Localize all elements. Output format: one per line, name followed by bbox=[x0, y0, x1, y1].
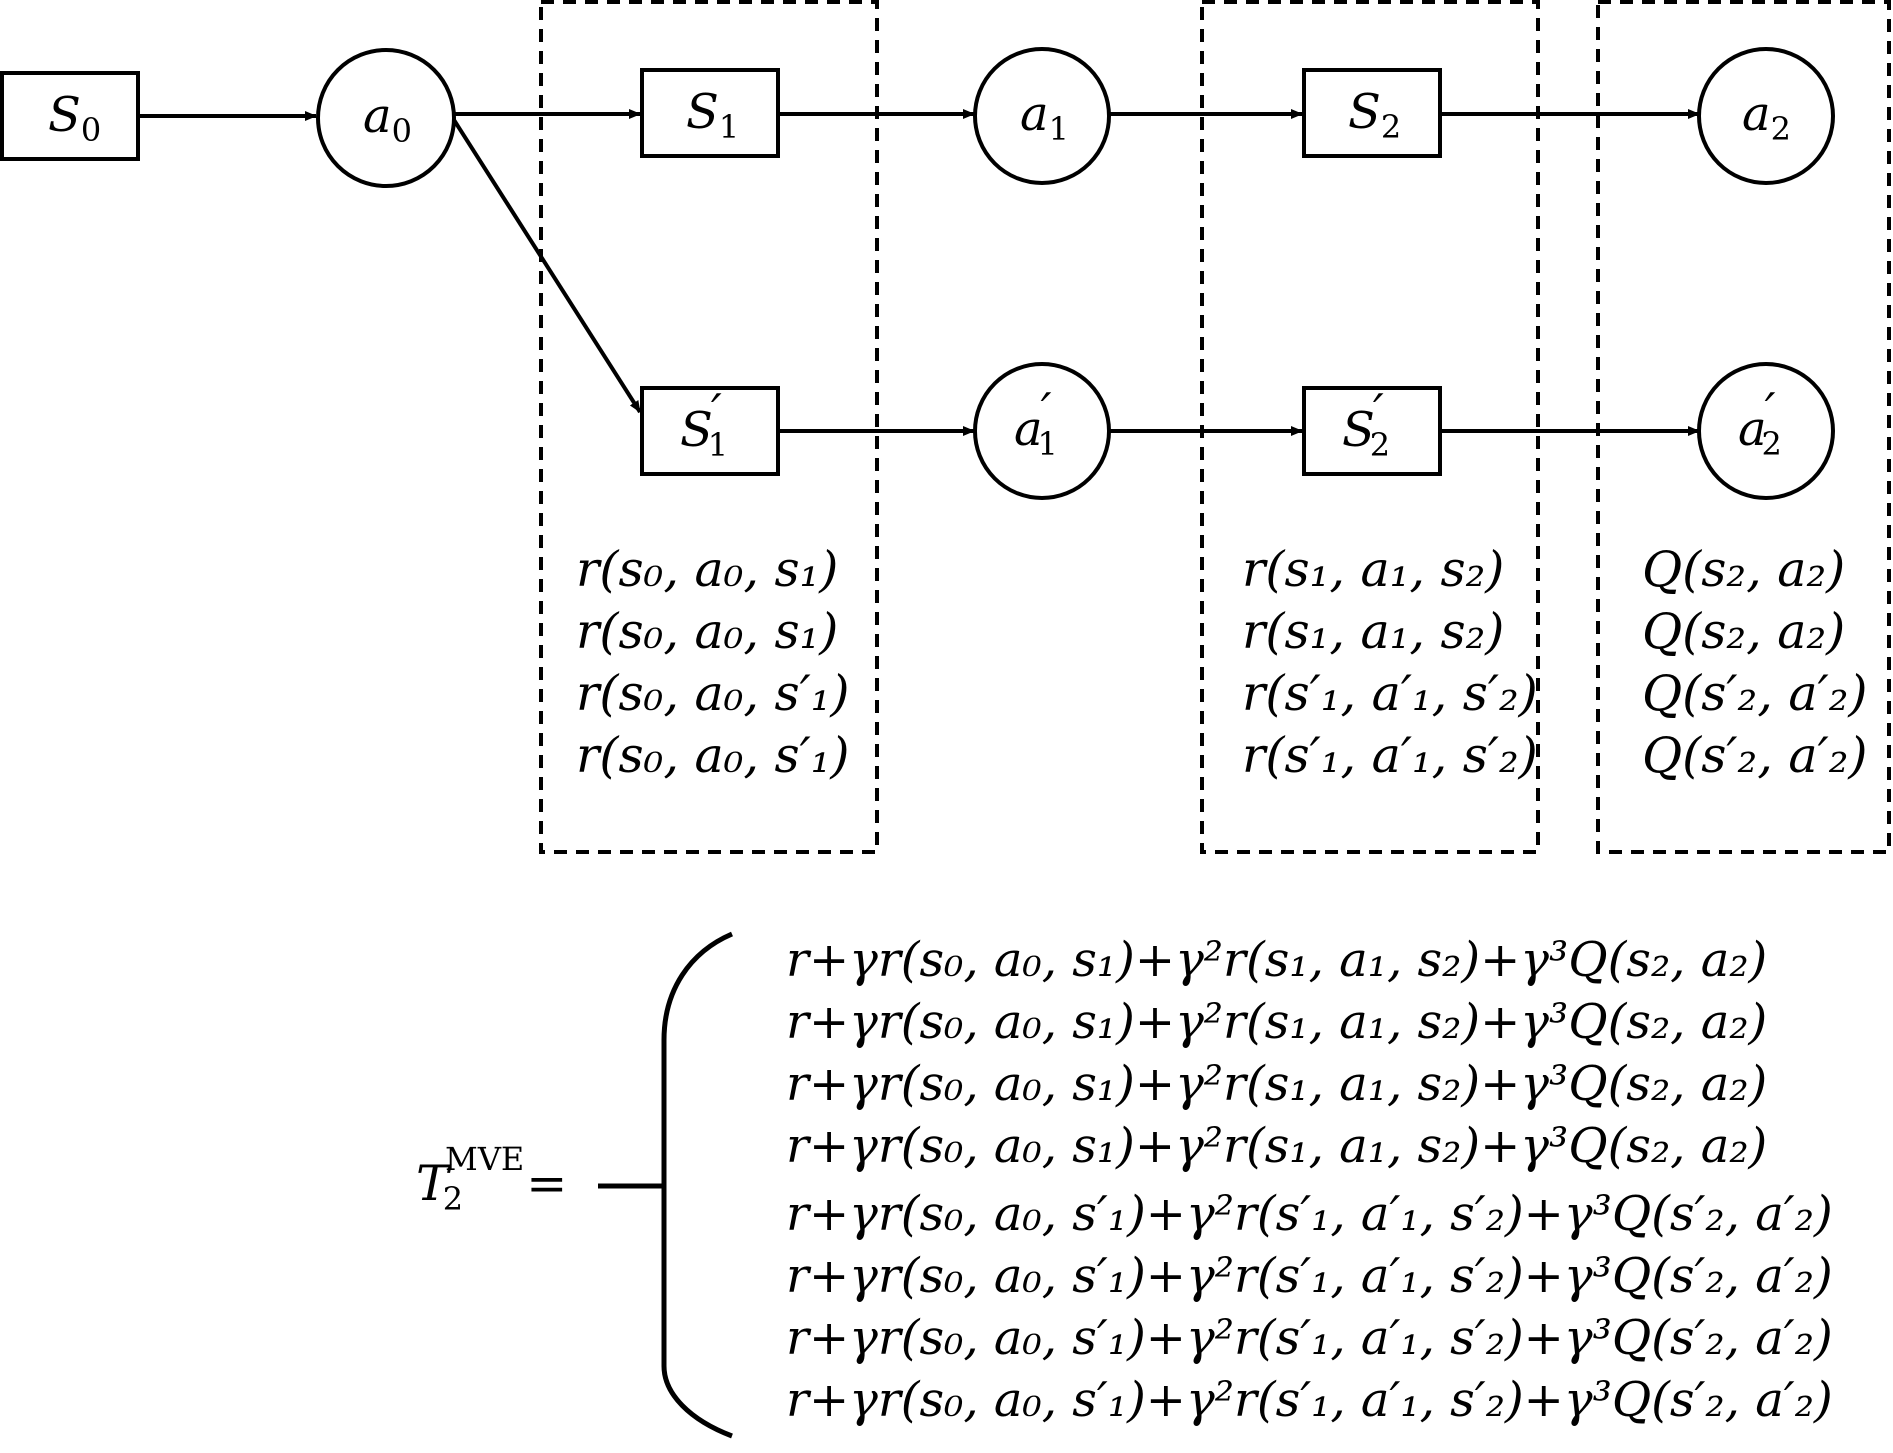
reward-term: r(s₁, a₁, s₂) bbox=[1242, 541, 1504, 598]
node-subscript: 2 bbox=[1381, 108, 1401, 146]
node-label: a bbox=[1738, 401, 1767, 457]
rewards-step2-list: r(s₁, a₁, s₂) r(s₁, a₁, s₂) r(s′₁, a′₁, … bbox=[1242, 541, 1538, 784]
node-label: S bbox=[680, 402, 713, 458]
node-a1-prime: a′1 bbox=[973, 362, 1111, 500]
action-circle bbox=[1697, 362, 1835, 500]
reward-term: r(s₀, a₀, s′₁) bbox=[576, 665, 850, 722]
node-subscript: 1 bbox=[719, 108, 739, 146]
svg-text:a′1: a′1 bbox=[1014, 383, 1058, 463]
state-box bbox=[0, 71, 140, 161]
node-label: S bbox=[686, 84, 719, 140]
svg-text:S′2: S′2 bbox=[1342, 384, 1390, 464]
reward-term: r(s₁, a₁, s₂) bbox=[1242, 603, 1504, 660]
node-a1: a1 bbox=[973, 47, 1111, 185]
svg-text:a0: a0 bbox=[363, 88, 412, 150]
formula-lhs-subscript: 2 bbox=[443, 1180, 463, 1218]
state-box bbox=[1302, 386, 1442, 476]
formula-row: r+γr(s₀, a₀, s′₁)+γ²r(s′₁, a′₁, s′₂)+γ³Q… bbox=[786, 1248, 1833, 1304]
action-circle bbox=[973, 47, 1111, 185]
reward-term: r(s′₁, a′₁, s′₂) bbox=[1242, 727, 1538, 784]
reward-term: r(s₀, a₀, s₁) bbox=[576, 541, 838, 598]
action-circle bbox=[1697, 47, 1835, 185]
formula-row: r+γr(s₀, a₀, s′₁)+γ²r(s′₁, a′₁, s′₂)+γ³Q… bbox=[786, 1372, 1833, 1428]
node-a2-prime: a′2 bbox=[1697, 362, 1835, 500]
reward-term: r(s′₁, a′₁, s′₂) bbox=[1242, 665, 1538, 722]
formula-lhs-symbol: T bbox=[416, 1155, 452, 1212]
node-subscript: 2 bbox=[1762, 425, 1782, 463]
group-box-q bbox=[1596, 0, 1891, 854]
node-a0: a0 bbox=[316, 48, 456, 188]
formula-equals: = bbox=[526, 1155, 567, 1212]
node-s1: S1 bbox=[640, 68, 780, 158]
svg-text:a′2: a′2 bbox=[1738, 383, 1782, 463]
q-term: Q(s′₂, a′₂) bbox=[1642, 727, 1867, 784]
node-label: S bbox=[48, 87, 81, 143]
rewards-step1-list: r(s₀, a₀, s₁) r(s₀, a₀, s₁) r(s₀, a₀, s′… bbox=[576, 541, 850, 784]
formula-lhs: T2MVE= bbox=[416, 1140, 567, 1218]
q-values-list: Q(s₂, a₂) Q(s₂, a₂) Q(s′₂, a′₂) Q(s′₂, a… bbox=[1642, 541, 1867, 784]
node-label: a bbox=[1742, 86, 1771, 142]
svg-text:S0: S0 bbox=[48, 87, 101, 149]
svg-text:a2: a2 bbox=[1742, 86, 1791, 148]
formula-row: r+γr(s₀, a₀, s₁)+γ²r(s₁, a₁, s₂)+γ³Q(s₂,… bbox=[786, 1118, 1767, 1174]
formula-brace bbox=[661, 931, 733, 1439]
edge-a0-s1prime bbox=[452, 118, 642, 414]
node-s1-prime: S′1 bbox=[640, 384, 780, 476]
svg-text:S2: S2 bbox=[1348, 84, 1401, 146]
formula-lhs-superscript: MVE bbox=[445, 1140, 524, 1178]
state-box bbox=[640, 68, 780, 158]
svg-text:a1: a1 bbox=[1020, 86, 1069, 148]
group-box-step1 bbox=[539, 0, 879, 854]
action-circle bbox=[316, 48, 456, 188]
state-box bbox=[1302, 68, 1442, 158]
reward-term: r(s₀, a₀, s₁) bbox=[576, 603, 838, 660]
node-prime: ′ bbox=[1765, 383, 1776, 439]
q-term: Q(s₂, a₂) bbox=[1642, 603, 1845, 660]
formula-row: r+γr(s₀, a₀, s₁)+γ²r(s₁, a₁, s₂)+γ³Q(s₂,… bbox=[786, 1056, 1767, 1112]
formula-row: r+γr(s₀, a₀, s₁)+γ²r(s₁, a₁, s₂)+γ³Q(s₂,… bbox=[786, 932, 1767, 988]
node-subscript: 2 bbox=[1771, 110, 1791, 148]
node-subscript: 1 bbox=[1038, 425, 1058, 463]
state-box bbox=[640, 386, 780, 476]
group-box-step2 bbox=[1200, 0, 1540, 854]
mve-target-formula: T2MVE= r+γr(s₀, a₀, s₁)+γ²r(s₁, a₁, s₂)+… bbox=[416, 931, 1833, 1439]
node-s2: S2 bbox=[1302, 68, 1442, 158]
node-subscript: 0 bbox=[392, 112, 412, 150]
node-s2-prime: S′2 bbox=[1302, 384, 1442, 476]
node-subscript: 1 bbox=[708, 426, 728, 464]
formula-row: r+γr(s₀, a₀, s′₁)+γ²r(s′₁, a′₁, s′₂)+γ³Q… bbox=[786, 1310, 1833, 1366]
action-circle bbox=[973, 362, 1111, 500]
node-label: a bbox=[363, 88, 392, 144]
node-a2: a2 bbox=[1697, 47, 1835, 185]
node-s0: S0 bbox=[0, 71, 140, 161]
svg-text:S′1: S′1 bbox=[680, 384, 728, 464]
node-prime: ′ bbox=[711, 384, 722, 440]
node-label: a bbox=[1020, 86, 1049, 142]
svg-text:S1: S1 bbox=[686, 84, 739, 146]
formula-row: r+γr(s₀, a₀, s′₁)+γ²r(s′₁, a′₁, s′₂)+γ³Q… bbox=[786, 1186, 1833, 1242]
node-label: a bbox=[1014, 401, 1043, 457]
formula-row: r+γr(s₀, a₀, s₁)+γ²r(s₁, a₁, s₂)+γ³Q(s₂,… bbox=[786, 994, 1767, 1050]
node-subscript: 1 bbox=[1049, 110, 1069, 148]
node-label: S bbox=[1342, 402, 1375, 458]
edges bbox=[138, 109, 1700, 436]
node-label: S bbox=[1348, 84, 1381, 140]
q-term: Q(s₂, a₂) bbox=[1642, 541, 1845, 598]
node-prime: ′ bbox=[1041, 383, 1052, 439]
node-prime: ′ bbox=[1373, 384, 1384, 440]
node-subscript: 2 bbox=[1370, 426, 1390, 464]
reward-term: r(s₀, a₀, s′₁) bbox=[576, 727, 850, 784]
node-subscript: 0 bbox=[81, 111, 101, 149]
q-term: Q(s′₂, a′₂) bbox=[1642, 665, 1867, 722]
